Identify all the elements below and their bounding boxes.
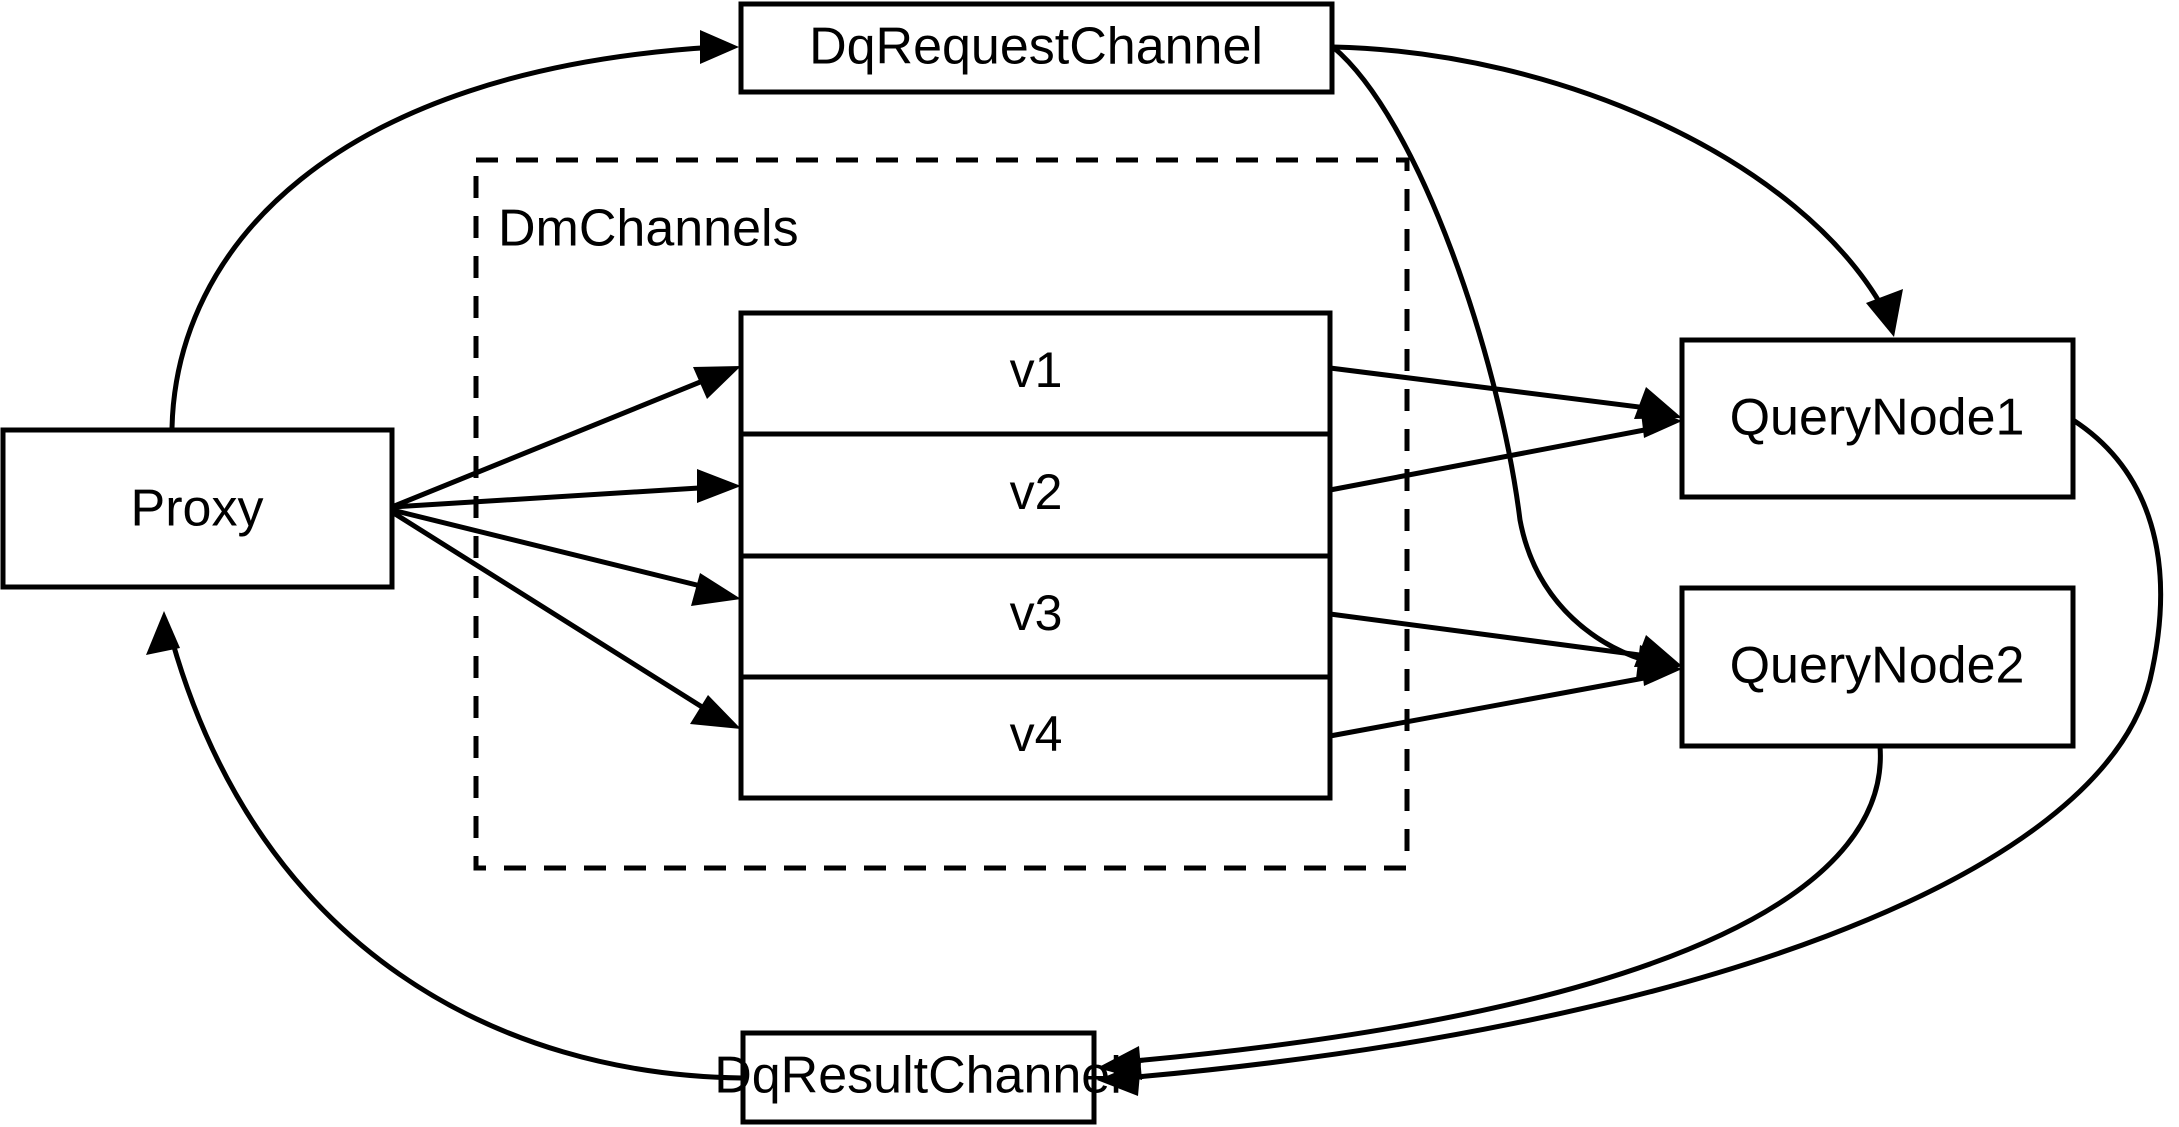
edge-path <box>391 373 716 510</box>
dm-channels-border <box>473 157 1410 871</box>
edge-path <box>169 639 743 1081</box>
node-query-node-1[interactable]: QueryNode1 <box>1679 337 2076 500</box>
edge-path <box>391 507 714 592</box>
channel-row-v1-label: v1 <box>1010 342 1063 398</box>
proxy-box[interactable] <box>0 427 395 590</box>
edge-path <box>1122 745 1883 1065</box>
edge-path <box>1332 44 1887 312</box>
dm-channels-group: DmChannels <box>473 157 1410 871</box>
channel-row-v3-label: v3 <box>1010 585 1063 641</box>
edge-v2-to-querynode1 <box>1329 404 1682 493</box>
arrow-head-icon <box>146 611 180 655</box>
node-dq-result-channel[interactable]: DqResultChannel <box>714 1030 1122 1125</box>
dm-channels-label: DmChannels <box>498 200 799 258</box>
dq-request-channel-label: DqRequestChannel <box>809 18 1263 76</box>
dm-channels-table: v1 v2 v3 v4 <box>738 310 1333 801</box>
arrow-head-icon <box>1640 652 1682 686</box>
node-dq-request-channel[interactable]: DqRequestChannel <box>738 1 1335 95</box>
edge-proxy-to-v4 <box>390 509 741 729</box>
query-node-1-label: QueryNode1 <box>1730 389 2025 447</box>
edge-v4-to-querynode2 <box>1329 652 1682 739</box>
node-query-node-2[interactable]: QueryNode2 <box>1679 585 2076 749</box>
edge-dqresultchannel-to-proxy <box>146 611 743 1081</box>
edge-proxy-to-v2 <box>391 469 741 510</box>
query-node-2-box[interactable] <box>1679 585 2076 749</box>
channel-row-v4-label: v4 <box>1010 706 1063 762</box>
edge-path <box>1329 425 1656 493</box>
edge-path <box>1329 611 1656 660</box>
edge-dqrequestchannel-to-querynode2 <box>1331 45 1682 679</box>
dq-result-channel-box[interactable] <box>740 1030 1097 1125</box>
edge-path <box>1124 417 2164 1081</box>
edge-path <box>391 484 716 510</box>
edge-dqrequestchannel-to-querynode1 <box>1332 44 1903 337</box>
edge-proxy-to-v1 <box>391 366 741 510</box>
edge-path <box>1329 365 1656 412</box>
dq-result-channel-label: DqResultChannel <box>714 1047 1122 1105</box>
edge-proxy-to-dqrequestchannel <box>169 30 739 429</box>
arrow-head-icon <box>697 469 741 503</box>
dq-request-channel-box[interactable] <box>738 1 1335 95</box>
arrow-head-icon <box>691 573 741 606</box>
node-proxy[interactable]: Proxy <box>0 427 395 590</box>
edge-querynode2-to-dqresultchannel <box>1097 745 1883 1080</box>
arrow-head-icon <box>693 366 741 399</box>
edge-path <box>390 509 712 715</box>
arrow-head-icon <box>690 695 741 729</box>
query-node-1-box[interactable] <box>1679 337 2076 500</box>
edge-v3-to-querynode2 <box>1329 611 1682 667</box>
arrow-head-icon <box>1640 404 1682 438</box>
edge-proxy-to-v3 <box>391 507 741 606</box>
proxy-label: Proxy <box>131 480 264 538</box>
query-node-2-label: QueryNode2 <box>1730 637 2025 695</box>
arrow-head-icon <box>700 30 739 64</box>
arrow-head-icon <box>1866 289 1903 337</box>
edge-path <box>1331 45 1656 666</box>
edge-path <box>169 44 717 429</box>
arrow-head-icon <box>1097 1046 1142 1080</box>
edge-v1-to-querynode1 <box>1329 365 1682 419</box>
edge-path <box>1329 673 1656 739</box>
channel-row-v2-label: v2 <box>1010 464 1063 520</box>
